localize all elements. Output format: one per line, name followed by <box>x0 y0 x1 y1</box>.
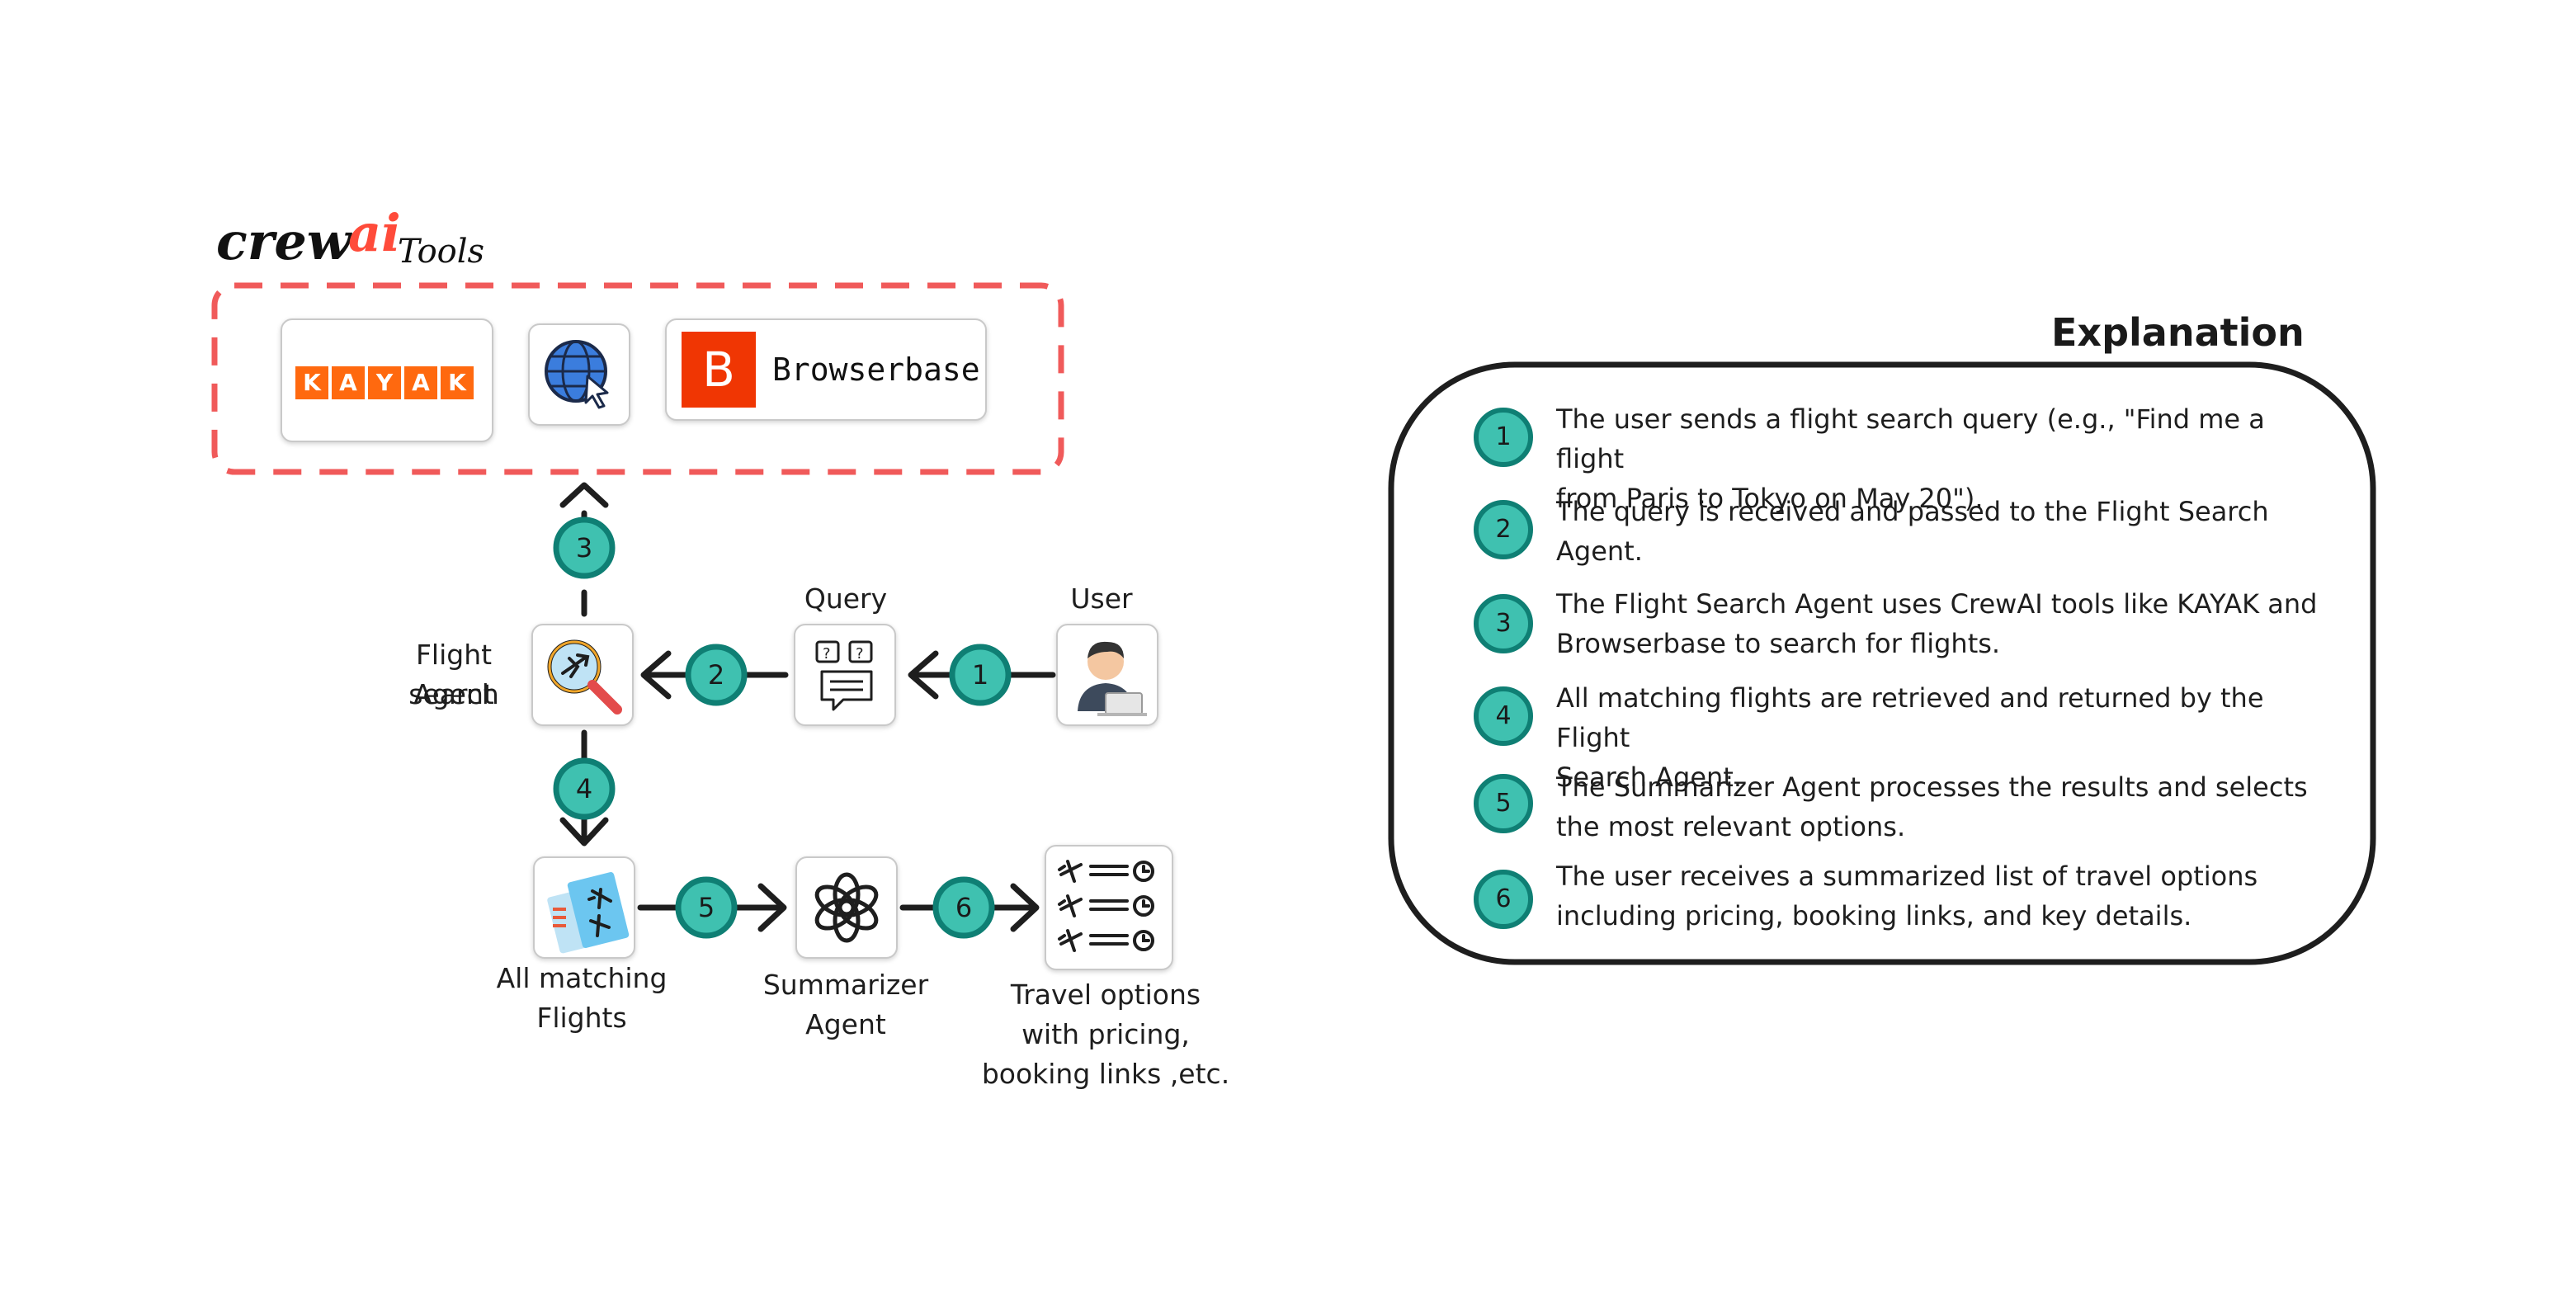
kayak-logo: K A Y A K <box>295 366 474 399</box>
exp-num-5: 5 <box>1495 789 1512 818</box>
explanation-item-2-line1: The query is received and passed to the … <box>1556 496 2269 527</box>
summarizer-node[interactable] <box>795 856 898 959</box>
brand-crew: crew <box>216 211 351 271</box>
exp-circle-4 <box>1474 686 1533 746</box>
exp-num-1: 1 <box>1495 422 1512 451</box>
step-number-6: 6 <box>955 892 973 923</box>
explanation-item-3-line2: Browserbase to search for flights. <box>1556 628 2001 659</box>
kayak-letter-y: Y <box>368 366 401 399</box>
step-circle-5 <box>675 876 738 939</box>
step-number-1: 1 <box>971 659 989 691</box>
explanation-item-4-line1: All matching flights are retrieved and r… <box>1556 682 2264 753</box>
explanation-item-4-line2: Search Agent. <box>1556 762 1742 793</box>
arrowhead-4 <box>559 817 609 847</box>
step-circle-4 <box>553 757 616 820</box>
travel-label-line3: booking links ,etc. <box>981 1058 1230 1090</box>
svg-text:?: ? <box>823 645 831 663</box>
explanation-item-6: The user receives a summarized list of t… <box>1556 856 2324 936</box>
explanation-title: Explanation <box>2051 310 2305 355</box>
all-flights-node[interactable] <box>533 856 635 959</box>
step-number-4: 4 <box>575 773 593 804</box>
kayak-letter-a1: A <box>332 366 365 399</box>
explanation-item-1-line1: The user sends a flight search query (e.… <box>1556 403 2265 474</box>
explanation-item-6-line2: including pricing, booking links, and ke… <box>1556 900 2192 931</box>
explanation-item-4: All matching flights are retrieved and r… <box>1556 678 2324 797</box>
step-number-3: 3 <box>575 532 593 564</box>
step-circle-3 <box>553 516 616 579</box>
flight-schedule-list-icon <box>1058 860 1154 952</box>
arrowhead-2 <box>640 650 672 700</box>
user-label: User <box>1070 582 1133 615</box>
exp-circle-2 <box>1474 500 1533 559</box>
flight-tickets-icon <box>547 872 630 954</box>
arrowhead-1 <box>908 650 939 700</box>
browserbase-card[interactable]: B Browserbase <box>665 318 987 421</box>
kayak-letter-k1: K <box>295 366 328 399</box>
travel-label-line2: with pricing, <box>1021 1018 1190 1050</box>
summarizer-label-line1: Summarizer <box>762 969 929 1001</box>
exp-circle-3 <box>1474 594 1533 653</box>
crewai-tools-logo: crew ai Tools <box>216 203 497 274</box>
exp-circle-5 <box>1474 774 1533 833</box>
explanation-item-5: The Summarizer Agent processes the resul… <box>1556 767 2324 847</box>
explanation-item-5-line2: the most relevant options. <box>1556 811 1906 842</box>
explanation-container <box>1388 361 2376 965</box>
exp-num-4: 4 <box>1495 701 1512 730</box>
summarizer-label-line2: Agent <box>805 1008 886 1040</box>
step-number-2: 2 <box>707 659 725 691</box>
flight-agent-label-line1: Flight search <box>408 639 499 710</box>
browserbase-label: Browserbase <box>772 351 980 388</box>
arrowhead-5 <box>757 883 787 932</box>
step-circle-2 <box>685 644 748 706</box>
flight-agent-node[interactable] <box>531 624 634 726</box>
brand-tools: Tools <box>398 233 485 271</box>
flight-search-magnifier-icon <box>547 639 622 715</box>
arrowhead-6 <box>1010 883 1040 932</box>
step-number-5: 5 <box>697 892 715 923</box>
svg-text:?: ? <box>856 645 864 663</box>
arrowhead-3 <box>559 482 609 508</box>
kayak-letter-a2: A <box>404 366 437 399</box>
globe-cursor-icon <box>545 340 609 409</box>
explanation-item-3: The Flight Search Agent uses CrewAI tool… <box>1556 584 2324 663</box>
travel-label-line1: Travel options <box>1010 979 1201 1011</box>
kayak-letter-k2: K <box>441 366 474 399</box>
explanation-item-5-line1: The Summarizer Agent processes the resul… <box>1556 771 2308 803</box>
flight-agent-label-line2: Agent <box>413 678 494 710</box>
openai-logo-icon <box>814 872 879 943</box>
explanation-item-2: The query is received and passed to the … <box>1556 492 2324 571</box>
step-circle-6 <box>932 876 995 939</box>
exp-circle-1 <box>1474 408 1533 467</box>
travel-options-node[interactable] <box>1045 845 1173 970</box>
user-node[interactable] <box>1056 624 1158 726</box>
explanation-item-1-line2: from Paris to Tokyo on May 20"). <box>1556 483 1984 514</box>
exp-num-2: 2 <box>1495 515 1512 544</box>
explanation-item-1: The user sends a flight search query (e.… <box>1556 399 2324 518</box>
query-label: Query <box>804 582 888 615</box>
explanation-item-3-line1: The Flight Search Agent uses CrewAI tool… <box>1556 588 2318 620</box>
step-circle-1 <box>949 644 1012 706</box>
all-flights-label-line2: Flights <box>536 1002 627 1034</box>
browserbase-logo-mark: B <box>682 332 756 408</box>
explanation-item-6-line1: The user receives a summarized list of t… <box>1556 861 2258 892</box>
exp-num-3: 3 <box>1495 609 1512 638</box>
chat-question-icon: ? ? <box>815 640 873 711</box>
user-laptop-icon <box>1078 641 1147 716</box>
explanation-item-2-line2: Agent. <box>1556 535 1643 567</box>
query-node[interactable]: ? ? <box>794 624 896 726</box>
exp-circle-6 <box>1474 870 1533 929</box>
exp-num-6: 6 <box>1495 884 1512 913</box>
web-browser-card[interactable] <box>528 323 630 426</box>
kayak-card[interactable]: K A Y A K <box>281 318 493 442</box>
brand-ai: ai <box>348 203 401 263</box>
all-flights-label-line1: All matching <box>496 962 668 994</box>
